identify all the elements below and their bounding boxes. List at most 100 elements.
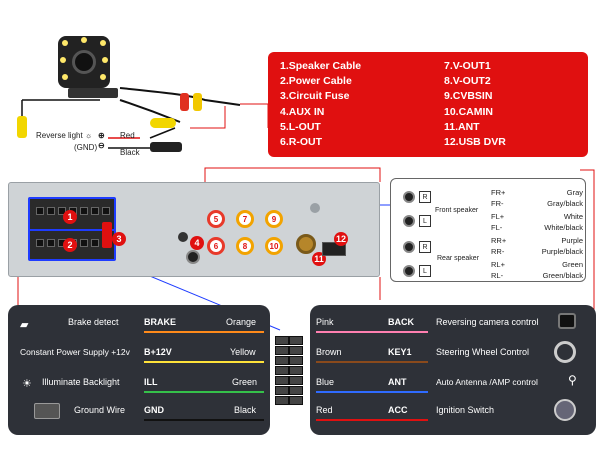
rca-yellow-plug-icon (193, 93, 202, 111)
speaker-pin: FL+ (491, 212, 505, 221)
speaker-pin: FR- (491, 199, 504, 208)
jack-8: 8 (236, 237, 254, 255)
right-wire-panel: Pink BACK Reversing camera control Brown… (310, 305, 596, 435)
wire-line (316, 331, 428, 333)
reverse-light-label: Reverse light ☼ (36, 131, 93, 140)
fuse-icon (102, 222, 112, 248)
wire-row: ▰ Brake detect BRAKE Orange (8, 317, 270, 337)
wire-row: Red ACC Ignition Switch (310, 399, 596, 425)
wire-black-label: Black (120, 148, 140, 157)
badge-2: 2 (63, 238, 77, 252)
wire-color: Orange (226, 317, 257, 327)
wire-label: Illuminate Backlight (42, 377, 120, 387)
reverse-camera-icon (52, 30, 122, 100)
speaker-row: RR+Purple (491, 236, 583, 245)
speaker-color: White/black (544, 223, 583, 232)
wire-row: Pink BACK Reversing camera control (310, 313, 596, 337)
aux-jack-icon (178, 232, 188, 242)
ignition-key-icon (554, 399, 576, 421)
legend-item: 5.L-OUT (280, 120, 321, 133)
wire-label: Constant Power Supply +12v (20, 347, 130, 357)
wire-row: Blue ANT Auto Antenna /AMP control ⚲ (310, 373, 596, 397)
wire-color: Red (316, 405, 333, 415)
wire-row: Brown KEY1 Steering Wheel Control (310, 341, 596, 367)
speaker-terminal-icon (403, 215, 415, 227)
wire-line (316, 419, 428, 421)
legend-item: 12.USB DVR (444, 135, 506, 148)
wire-color: Pink (316, 317, 334, 327)
speaker-row: RL- Green/black (491, 271, 583, 280)
wire-color: Black (234, 405, 257, 415)
speaker-wiring-panel: R L R L Front speaker Rear speaker FR+Gr… (390, 178, 586, 282)
wire-line (144, 331, 264, 333)
legend-item: 8.V-OUT2 (444, 75, 491, 88)
gnd-label: (GND) (74, 143, 98, 152)
rear-speaker-label: Rear speaker (437, 255, 480, 262)
front-speaker-label: Front speaker (435, 207, 479, 214)
speaker-color: White (563, 212, 583, 221)
jack-6: 6 (207, 237, 225, 255)
speaker-pin: FL- (491, 223, 503, 232)
jack-9: 9 (265, 210, 283, 228)
camera-icon (558, 313, 576, 329)
speaker-color: Purple (561, 236, 583, 245)
wire-row: ☀ Illuminate Backlight ILL Green (8, 377, 270, 397)
rca-red-plug-icon (180, 93, 189, 111)
screw-icon (310, 203, 320, 213)
wire-code: BACK (388, 317, 414, 327)
speaker-color: Green (562, 260, 583, 269)
wire-label: Steering Wheel Control (436, 347, 530, 357)
jack-10: 10 (265, 237, 283, 255)
badge-12: 12 (334, 232, 348, 246)
legend-item: 11.ANT (444, 120, 480, 133)
brake-pedal-icon: ▰ (20, 319, 29, 331)
speaker-row: RR-Purple/black (491, 247, 583, 256)
steering-wheel-icon (554, 341, 576, 363)
wire-code: ACC (388, 405, 408, 415)
wire-label: Ignition Switch (436, 405, 495, 415)
speaker-row: FL- White/black (491, 223, 583, 232)
speaker-row: FR-Gray/black (491, 199, 583, 208)
speaker-terminal-icon (403, 265, 415, 277)
jack-5: 5 (207, 210, 225, 228)
wire-label: Brake detect (68, 317, 119, 327)
badge-3: 3 (112, 232, 126, 246)
rca-yellow-plug-icon (17, 116, 27, 138)
power-connector-icon (150, 142, 182, 152)
speaker-row: FL+ White (491, 212, 583, 221)
wire-red-label: Red (120, 131, 135, 140)
speaker-color: Green/black (542, 271, 583, 280)
wire-color: Blue (316, 377, 335, 387)
wire-code: BRAKE (144, 317, 177, 327)
wire-label: Auto Antenna /AMP control (436, 377, 538, 387)
speaker-letter: L (419, 265, 431, 277)
legend-item: 6.R-OUT (280, 135, 322, 148)
badge-1: 1 (63, 210, 77, 224)
speaker-terminal-icon (403, 191, 415, 203)
speaker-pin: RL- (491, 271, 504, 280)
wire-code: ILL (144, 377, 158, 387)
legend-item: 10.CAMIN (444, 105, 494, 118)
antenna-icon: ⚲ (568, 373, 577, 387)
battery-icon (34, 403, 60, 419)
speaker-color: Purple/black (541, 247, 583, 256)
harness-plug-icon (272, 336, 306, 406)
badge-4: 4 (190, 236, 204, 250)
legend-right-column: 7.V-OUT1 8.V-OUT2 9.CVBSIN 10.CAMIN 11.A… (444, 60, 506, 148)
wire-code: KEY1 (388, 347, 412, 357)
wire-code: B+12V (144, 347, 172, 357)
wire-line (316, 361, 428, 363)
legend-box: 1.Speaker Cable 2.Power Cable 3.Circuit … (268, 52, 588, 157)
wire-color: Yellow (230, 347, 256, 357)
speaker-letter: R (419, 191, 431, 203)
speaker-pin: RL+ (491, 260, 505, 269)
headlight-icon: ☼ (84, 131, 93, 140)
wire-color: Brown (316, 347, 342, 357)
legend-left-column: 1.Speaker Cable 2.Power Cable 3.Circuit … (280, 60, 361, 148)
backlight-icon: ☀ (22, 378, 32, 390)
wire-row: Constant Power Supply +12v B+12V Yellow (8, 347, 270, 367)
speaker-letter: R (419, 241, 431, 253)
speaker-color: Gray (566, 188, 583, 197)
speaker-row: FR+Gray (491, 188, 583, 197)
wire-color: Green (232, 377, 258, 387)
